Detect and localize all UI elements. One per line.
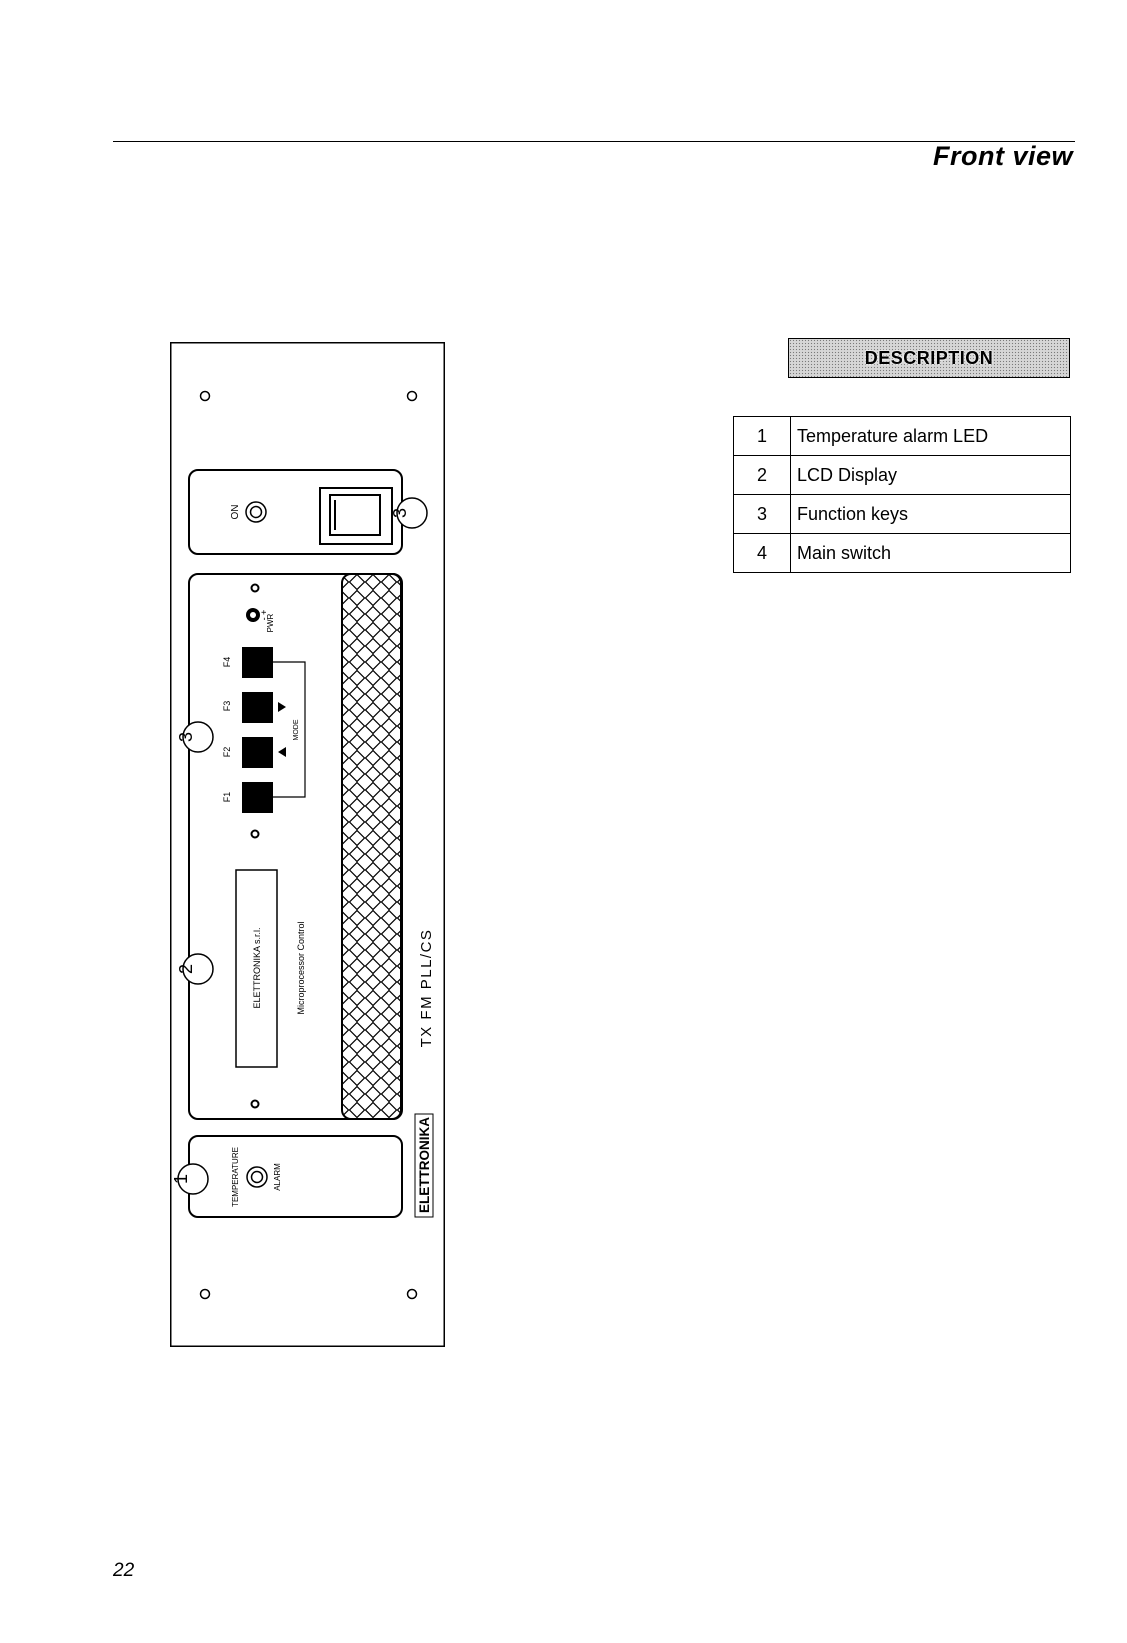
display-line-1: ELETTRONIKA s.r.l. [252,927,262,1008]
item-label: Function keys [791,495,1071,534]
temperature-alarm-module [189,1136,402,1217]
key-f4-button[interactable] [242,647,273,678]
table-row: 1 Temperature alarm LED [734,417,1071,456]
key-label-f2: F2 [222,747,232,758]
table-row: 2 LCD Display [734,456,1071,495]
table-row: 3 Function keys [734,495,1071,534]
model-label: TX FM PLL/CS [418,929,435,1048]
brand-logo-text: ELETTRONIKA [416,1117,432,1213]
description-heading: DESCRIPTION [788,338,1070,378]
page-title: Front view [933,141,1073,172]
item-number: 2 [734,456,791,495]
description-table: 1 Temperature alarm LED 2 LCD Display 3 … [733,416,1071,573]
callout-3-keys-number: 3 [176,732,196,742]
brand-logo: ELETTRONIKA [415,1114,433,1217]
key-label-f1: F1 [222,792,232,803]
item-number: 4 [734,534,791,573]
pwr-label: PWR [266,613,275,632]
item-label: Main switch [791,534,1071,573]
temperature-label: TEMPERATURE [231,1147,240,1207]
display-line-2: Microprocessor Control [296,921,306,1014]
front-panel-drawing: ON - + PWR F4 F3 F2 F1 MODE ELETTRONIKA … [170,342,445,1347]
page-number: 22 [113,1560,134,1582]
callout-2-number: 2 [176,964,196,974]
key-f2-button[interactable] [242,737,273,768]
key-label-f4: F4 [222,657,232,668]
key-label-f3: F3 [222,701,232,712]
mode-label: MODE [293,719,300,740]
callout-1-number: 1 [171,1174,191,1184]
item-label: Temperature alarm LED [791,417,1071,456]
item-number: 3 [734,495,791,534]
header-rule [113,141,1075,142]
callout-3-switch-number: 3 [390,508,410,518]
description-heading-text: DESCRIPTION [865,348,994,369]
item-label: LCD Display [791,456,1071,495]
on-label: ON [230,505,241,520]
main-switch-rocker [330,495,380,535]
table-row: 4 Main switch [734,534,1071,573]
key-f1-button[interactable] [242,782,273,813]
item-number: 1 [734,417,791,456]
key-f3-button[interactable] [242,692,273,723]
alarm-label: ALARM [273,1163,282,1191]
ventilation-grille [342,574,402,1119]
